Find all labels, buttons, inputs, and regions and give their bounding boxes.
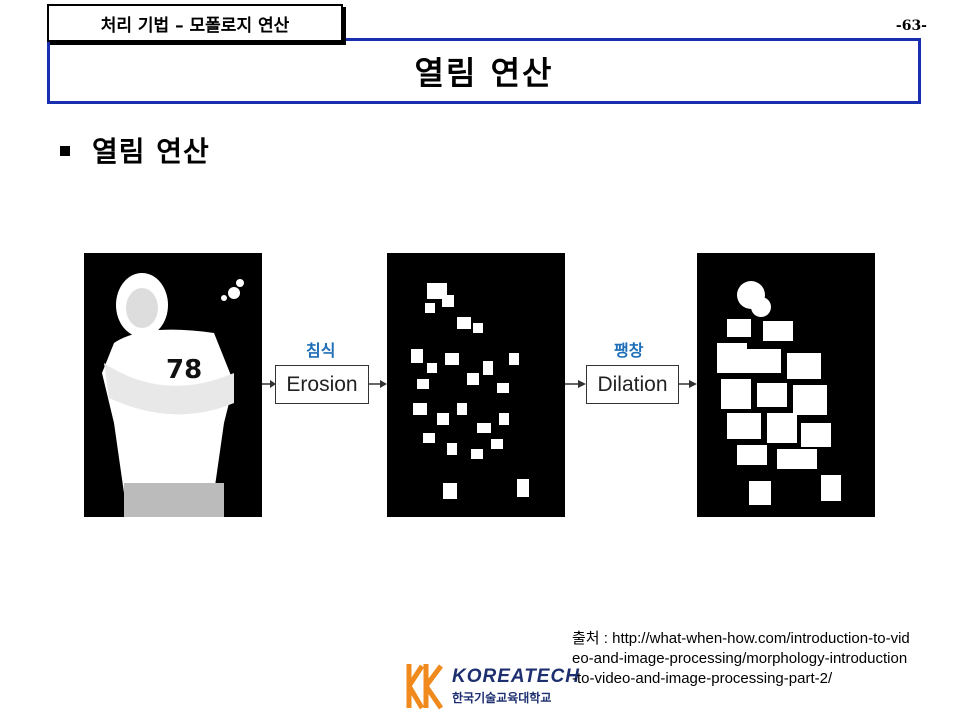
page-title: 열림 연산 (414, 54, 554, 92)
page-number: -63- (895, 18, 927, 34)
erosion-box: Erosion (275, 365, 369, 404)
section-tag: 처리 기법 – 모폴로지 연산 (47, 4, 343, 42)
arrow-to-dilation (565, 380, 586, 388)
bullet-text: 열림 연산 (92, 135, 210, 168)
koreatech-logo: KOREATECH 한국기술교육대학교 (404, 660, 580, 712)
logo-english: KOREATECH (452, 666, 580, 687)
bullet-marker (60, 146, 70, 156)
original-image: 78 (84, 253, 262, 517)
erosion-label: 침식 (306, 343, 336, 360)
dilation-label: 팽창 (614, 343, 644, 360)
arrow-to-erosion (262, 380, 276, 388)
logo-korean: 한국기술교육대학교 (452, 691, 552, 705)
koreatech-emblem-icon (406, 664, 444, 710)
title-box: 열림 연산 (47, 38, 921, 104)
arrow-from-dilation (679, 380, 697, 388)
opened-image (697, 253, 875, 517)
eroded-image (387, 253, 565, 517)
arrow-from-erosion (369, 380, 387, 388)
source-citation: 출처 : http://what-when-how.com/introducti… (572, 630, 910, 687)
svg-text:78: 78 (166, 355, 202, 385)
dilation-box: Dilation (586, 365, 679, 404)
